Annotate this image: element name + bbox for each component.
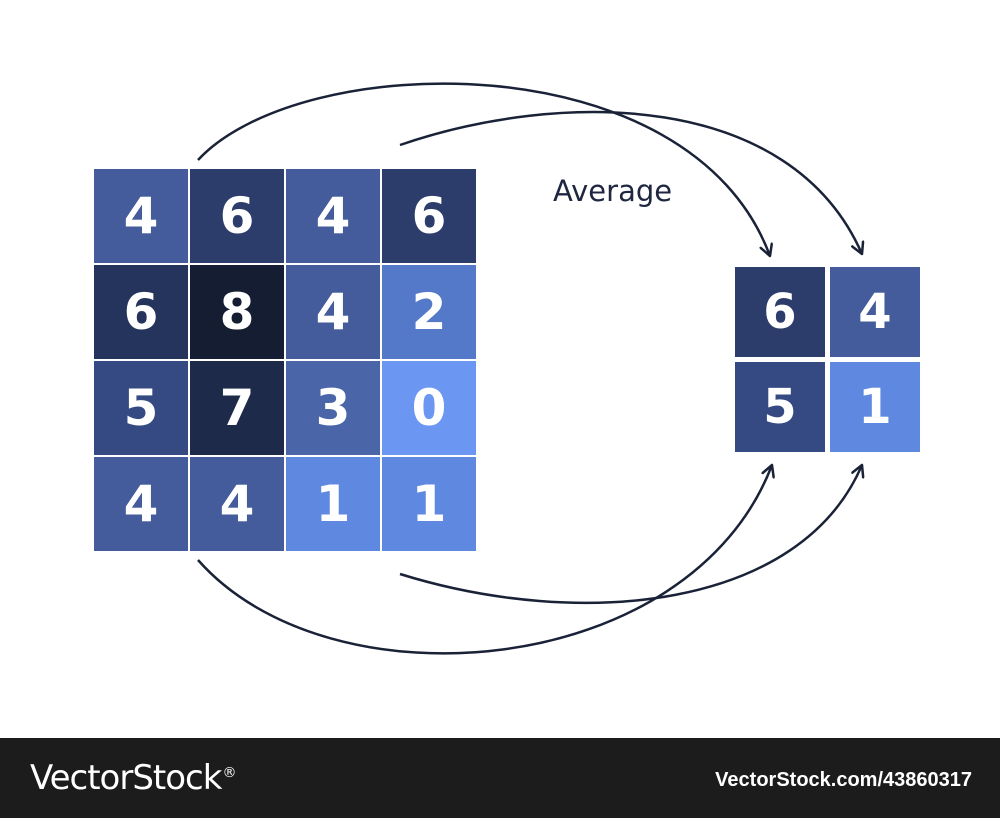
input-cell-r2-c4: 2 [382,265,476,359]
brand-trademark: ® [222,764,236,781]
input-cell-r4-c4: 1 [382,457,476,551]
operation-label: Average [553,174,673,208]
input-cell-r1-c3: 4 [286,169,380,263]
arrow-top-right-to-output [399,110,862,254]
input-cell-r1-c2: 6 [190,169,284,263]
input-cell-r3-c4: 0 [382,361,476,455]
brand-name: VectorStock [30,758,222,798]
output-cell-r2-c1: 5 [735,362,825,452]
input-cell-r1-c1: 4 [94,169,188,263]
input-cell-r3-c2: 7 [190,361,284,455]
arrow-bottom-right-to-output [399,465,862,605]
input-cell-r3-c1: 5 [94,361,188,455]
footer-bar: VectorStock® VectorStock.com/43860317 [0,738,1000,818]
input-cell-r2-c1: 6 [94,265,188,359]
input-cell-r4-c3: 1 [286,457,380,551]
arrow-top-left-to-output [197,82,770,256]
input-cell-r3-c3: 3 [286,361,380,455]
input-cell-r2-c3: 4 [286,265,380,359]
input-cell-r4-c1: 4 [94,457,188,551]
arrows-layer [197,82,1000,655]
output-cell-r1-c2: 4 [830,267,920,357]
input-cell-r4-c2: 4 [190,457,284,551]
stock-id: VectorStock.com/43860317 [715,769,972,791]
output-cell-r2-c2: 1 [830,362,920,452]
output-cell-r1-c1: 6 [735,267,825,357]
arrow-bottom-left-to-output [197,465,772,655]
input-cell-r1-c4: 6 [382,169,476,263]
brand-logo: VectorStock® [30,758,236,798]
input-cell-r2-c2: 8 [190,265,284,359]
